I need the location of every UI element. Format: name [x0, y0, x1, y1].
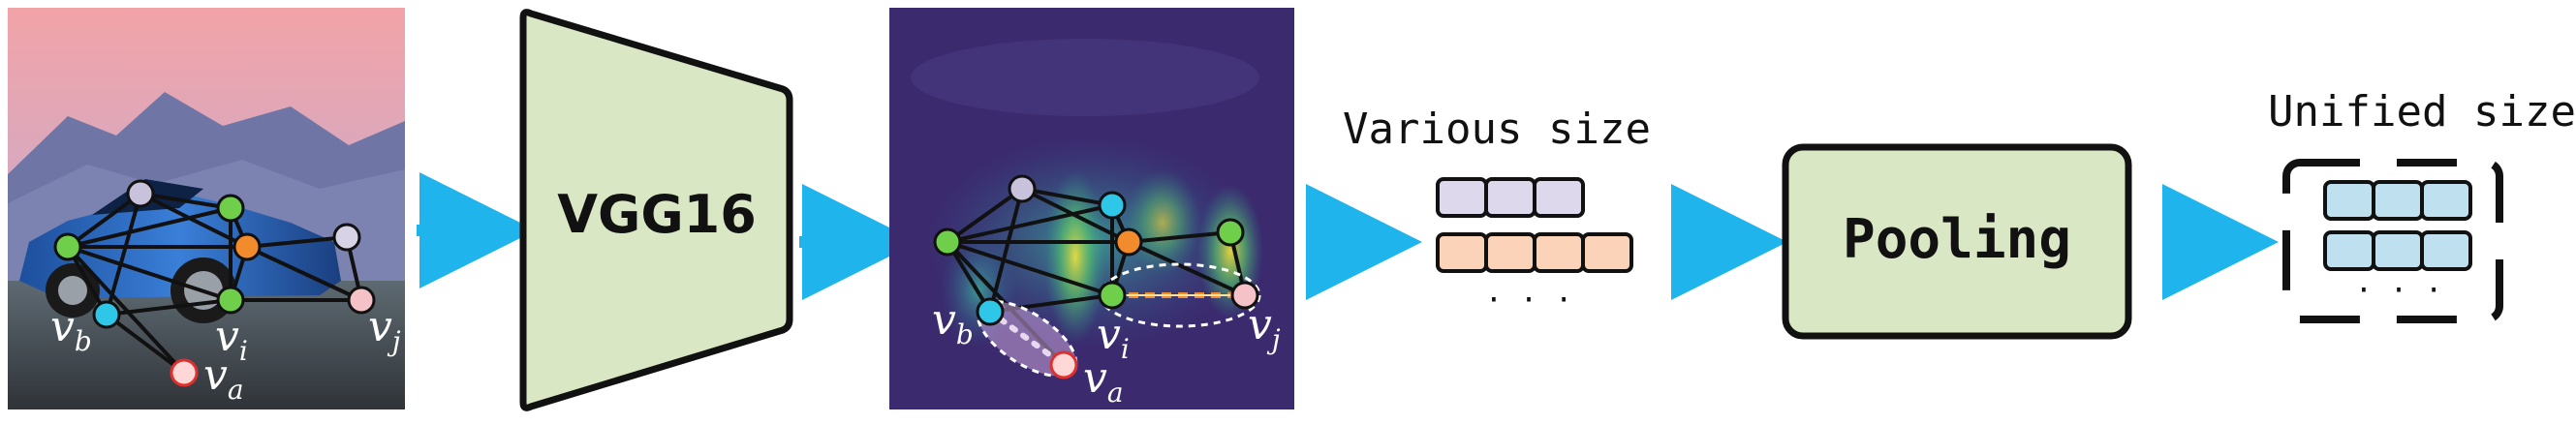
heat-region-top: [911, 39, 1259, 116]
heat-region-2: [1044, 169, 1106, 344]
feat-blue-6: [2420, 230, 2472, 271]
fnode-vj: [1230, 281, 1259, 310]
fnode-cyan: [1098, 191, 1127, 220]
pooling-shape: [1782, 143, 2132, 340]
flabel-va: va: [1083, 353, 1124, 409]
fnode-purple: [1008, 174, 1037, 203]
feat-blue-3: [2420, 180, 2472, 221]
node-va: [170, 358, 199, 387]
label-vj: vj: [368, 302, 401, 357]
feat-blue-4: [2323, 230, 2375, 271]
fnode-vi: [1098, 281, 1127, 310]
feat-purple-2: [1484, 177, 1536, 218]
label-vb: vb: [50, 302, 92, 357]
flabel-vi: vi: [1097, 310, 1130, 365]
pooling-label: Pooling: [1843, 208, 2071, 271]
various-size-caption: Various size: [1343, 105, 1651, 154]
photo-graph: [66, 192, 363, 375]
feat-blue-5: [2372, 230, 2424, 271]
edge-dashed-va-vb: [987, 309, 1067, 368]
feat-orange-1: [1436, 232, 1488, 273]
various-size-ellipsis: · · ·: [1485, 284, 1572, 318]
feat-purple-1: [1436, 177, 1488, 218]
flabel-vb: vb: [932, 295, 974, 350]
fnode-vb: [976, 297, 1005, 326]
feat-orange-4: [1581, 232, 1633, 273]
encoder-shape: [519, 9, 793, 411]
photo-nodes: [53, 179, 376, 387]
encoder-label: VGG16: [557, 184, 757, 245]
photo-node-labels: vb vi vj va: [50, 302, 401, 406]
node-vi: [216, 286, 245, 315]
feat-blue-1: [2323, 180, 2375, 221]
unified-size-group: Unified size · · ·: [2268, 87, 2576, 323]
fnode-orange: [1114, 227, 1143, 257]
flabel-vj: vj: [1248, 300, 1281, 355]
node-lavender: [332, 223, 361, 252]
label-va: va: [203, 350, 244, 406]
feature-node-labels: vb vi vj va: [932, 295, 1281, 409]
feat-blue-2: [2372, 180, 2424, 221]
label-vi: vi: [215, 312, 248, 367]
feat-orange-2: [1484, 232, 1536, 273]
fnode-va: [1049, 350, 1078, 379]
various-size-group: Various size · · ·: [1343, 105, 1651, 318]
heat-region-4: [1124, 169, 1201, 276]
unified-size-frame: [2282, 159, 2503, 323]
feat-purple-3: [1533, 177, 1585, 218]
node-green-left: [53, 232, 82, 261]
node-green-top: [216, 194, 245, 223]
feature-nodes: [933, 174, 1259, 379]
unified-size-ellipsis: · · ·: [2355, 274, 2442, 308]
fnode-green-right: [1216, 218, 1245, 247]
node-orange: [233, 232, 262, 261]
encoder-block: VGG16: [519, 9, 793, 411]
pooling-block: Pooling: [1782, 143, 2132, 340]
feat-orange-3: [1533, 232, 1585, 273]
node-vb: [92, 300, 121, 329]
unified-size-caption: Unified size: [2268, 87, 2576, 136]
car-rim-rear: [58, 276, 87, 305]
fnode-green-left: [933, 227, 962, 257]
node-vj: [347, 286, 376, 315]
node-purple: [126, 179, 155, 208]
